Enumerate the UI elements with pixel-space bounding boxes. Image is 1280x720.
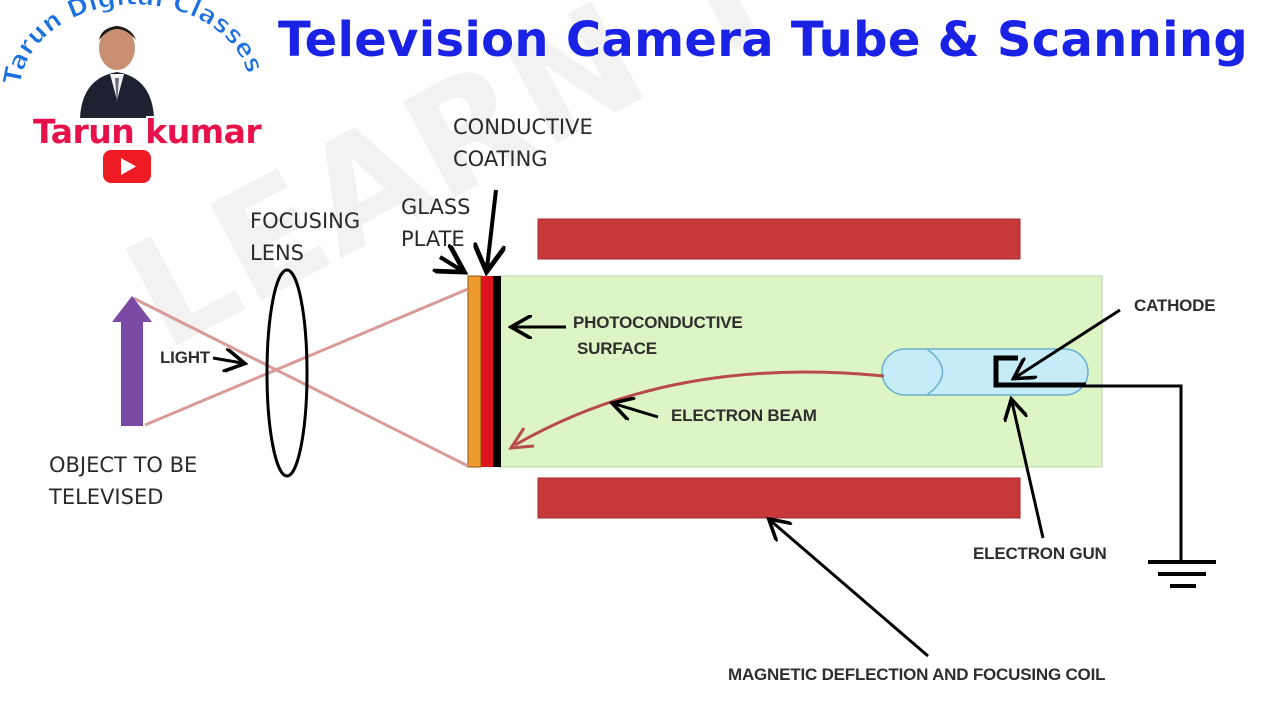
brand-badge: Tarun Digital Classes [0, 0, 270, 183]
light-pointer [212, 358, 242, 363]
ground-wire [1086, 384, 1183, 560]
label-line: OBJECT TO BE [49, 453, 198, 477]
lower-deflection-coil [537, 477, 1021, 519]
label-conductive-coating: CONDUCTIVE COATING [453, 111, 593, 175]
cathode-pointer [1016, 308, 1121, 377]
photoconductive-surface [493, 276, 501, 467]
conductive-coating [481, 276, 493, 467]
focusing-lens [265, 268, 309, 478]
light-ray-upper [132, 296, 469, 468]
label-electron-gun: ELECTRON GUN [973, 544, 1107, 563]
label-electron-beam: ELECTRON BEAM [671, 406, 817, 425]
label-light: LIGHT [160, 348, 210, 367]
label-line: GLASS [401, 195, 471, 219]
label-line: CONDUCTIVE [453, 115, 593, 139]
label-line: PHOTOCONDUCTIVE [573, 313, 743, 332]
youtube-play-icon [103, 150, 151, 183]
page-title: Television Camera Tube & Scanning [278, 12, 1248, 68]
label-line: COATING [453, 147, 548, 171]
label-glass-plate: GLASS PLATE [401, 191, 470, 255]
label-line: TELEVISED [49, 485, 164, 509]
coil-pointer [771, 521, 929, 658]
presenter-name: Tarun kumar [33, 112, 262, 151]
label-focusing-lens: FOCUSING LENS [250, 205, 360, 269]
electron-gun-pointer [1012, 402, 1045, 539]
ground-icon [1148, 560, 1216, 588]
conductive-coating-pointer [487, 189, 496, 268]
label-line: SURFACE [577, 339, 657, 358]
electron-beam [514, 370, 885, 447]
object-arrow [112, 296, 152, 426]
label-cathode: CATHODE [1134, 296, 1216, 315]
label-object: OBJECT TO BE TELEVISED [49, 449, 197, 513]
cathode [993, 355, 1086, 388]
glass-plate-pointer [440, 257, 461, 270]
label-photoconductive-surface: PHOTOCONDUCTIVE SURFACE [573, 310, 743, 362]
electron-gun [881, 348, 1089, 396]
electron-beam-pointer [615, 404, 659, 417]
presenter-photo [80, 26, 154, 118]
brand-logo: Tarun Digital Classes [0, 0, 270, 190]
electron-beam-arrowhead [508, 427, 535, 450]
glass-plate [467, 275, 482, 468]
label-coil: MAGNETIC DEFLECTION AND FOCUSING COIL [728, 665, 1106, 684]
label-line: LENS [250, 241, 305, 265]
label-line: PLATE [401, 227, 465, 251]
label-line: FOCUSING [250, 209, 361, 233]
upper-deflection-coil [537, 218, 1021, 260]
